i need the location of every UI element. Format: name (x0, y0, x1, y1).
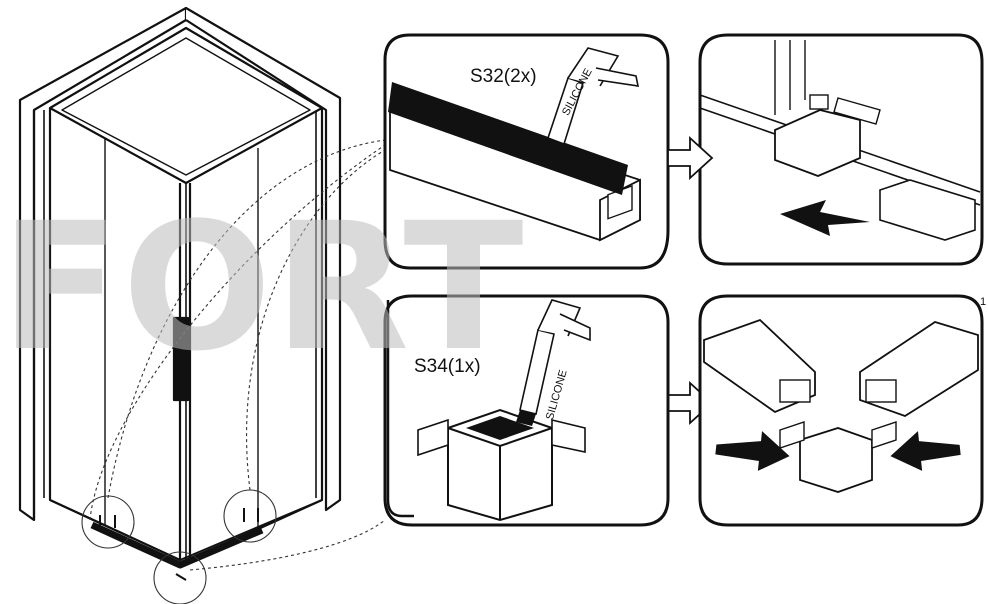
silicone-gun (543, 47, 640, 156)
bottom-tray (49, 499, 323, 561)
enclosure-top (48, 26, 324, 185)
panel-corner-assembly (698, 294, 984, 527)
connector (774, 109, 861, 177)
panel-profile-insert (698, 33, 984, 266)
shower-enclosure (18, 6, 342, 569)
watermark: FORT (0, 185, 526, 390)
detail-callouts (81, 139, 386, 604)
detail-circle-left (81, 495, 135, 549)
detail-marks (99, 508, 259, 581)
arrow-right (890, 431, 961, 471)
panel-profile-seal (383, 33, 670, 270)
arrow-step-1 (667, 135, 714, 181)
arrow-left (715, 431, 790, 471)
corner-connector (799, 427, 873, 493)
step-code-profile-seal: S32(2x) (470, 66, 537, 87)
insert-arrow (780, 200, 870, 236)
handle-block (172, 316, 190, 402)
step-code-corner-seal: S34(1x) (414, 356, 481, 377)
wall-right (185, 7, 342, 512)
panel-corner-seal (383, 294, 670, 527)
silicone-gun (516, 299, 591, 426)
detail-circle-bottom (153, 551, 207, 604)
seal-strip (388, 82, 628, 195)
page-mark: 1 (980, 296, 987, 308)
